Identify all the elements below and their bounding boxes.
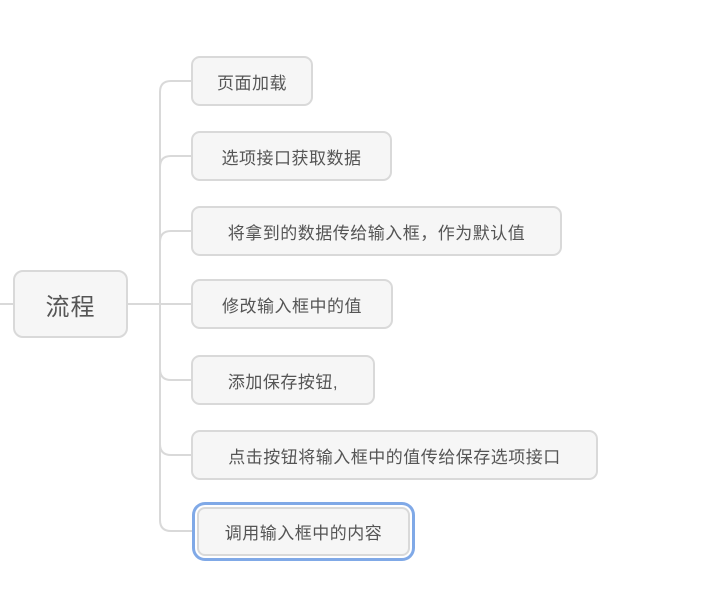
connector-branch-2 — [159, 155, 192, 168]
node-label: 修改输入框中的值 — [222, 296, 362, 316]
mindmap-node-fetch-options[interactable]: 选项接口获取数据 — [191, 131, 392, 181]
node-label: 将拿到的数据传给输入框，作为默认值 — [227, 223, 526, 243]
connector-trunk — [159, 80, 196, 532]
node-label: 页面加载 — [217, 73, 287, 93]
mindmap-root-node[interactable]: 流程 — [13, 270, 128, 338]
node-label: 点击按钮将输入框中的值传给保存选项接口 — [228, 447, 561, 467]
mindmap-node-modify-input-value[interactable]: 修改输入框中的值 — [191, 279, 393, 329]
root-node-label: 流程 — [45, 293, 96, 321]
connector-branch-3 — [159, 230, 192, 243]
mindmap-node-save-options-api[interactable]: 点击按钮将输入框中的值传给保存选项接口 — [191, 430, 598, 480]
mindmap-node-use-input-content-selected[interactable]: 调用输入框中的内容 — [197, 507, 410, 556]
node-label: 调用输入框中的内容 — [224, 524, 383, 543]
mindmap-node-add-save-button[interactable]: 添加保存按钮, — [191, 355, 375, 405]
node-label: 选项接口获取数据 — [221, 148, 362, 168]
mindmap-node-page-load[interactable]: 页面加载 — [191, 56, 313, 106]
mindmap-node-pass-default-value[interactable]: 将拿到的数据传给输入框，作为默认值 — [191, 206, 562, 256]
connector-branch-5 — [159, 368, 192, 381]
connector-branch-6 — [159, 443, 192, 456]
node-label: 添加保存按钮, — [227, 372, 339, 392]
